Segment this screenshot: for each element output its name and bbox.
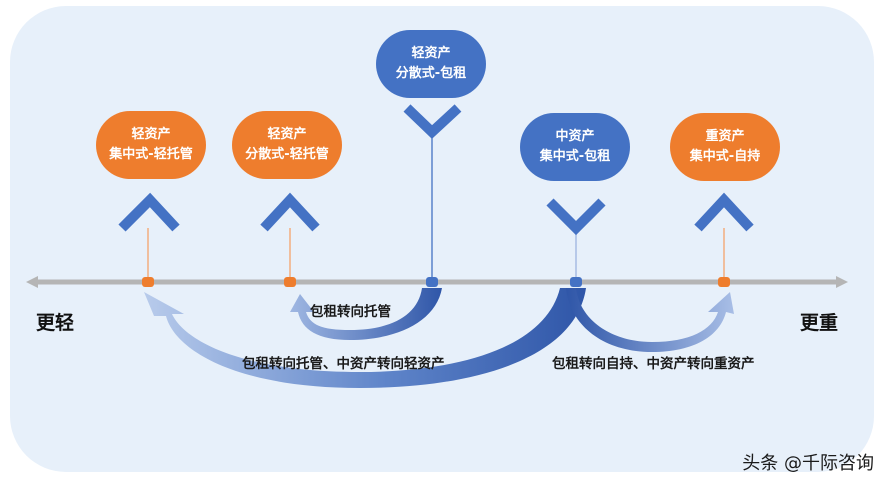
axis-marker (718, 277, 730, 287)
node-line1: 轻资产 (131, 127, 171, 142)
chevron-up-icon (694, 192, 754, 232)
curved-arrow-right (566, 288, 734, 352)
node-line2: 集中式-自持 (689, 149, 761, 164)
axis-marker (570, 277, 582, 287)
caption-sublease-to-managed: 包租转向托管 (310, 304, 391, 320)
curved-arrow-large (144, 288, 586, 388)
node-light-dispersed-light-managed: 轻资产 分散式-轻托管 (232, 111, 342, 179)
caption-sublease-to-held-medium-to-heavy: 包租转向自持、中资产转向重资产 (552, 356, 755, 372)
node-light-dispersed-sublease: 轻资产 分散式-包租 (376, 30, 486, 98)
axis-marker (284, 277, 296, 287)
node-light-centralized-light-managed: 轻资产 集中式-轻托管 (96, 111, 206, 179)
chevron-down-icon (403, 104, 462, 139)
node-line1: 中资产 (555, 129, 595, 144)
chevron-down-icon (546, 198, 606, 236)
node-line1: 轻资产 (411, 46, 451, 61)
node-line1: 轻资产 (267, 127, 307, 142)
chevron-up-icon (260, 192, 320, 232)
node-line2: 集中式-包租 (539, 149, 611, 164)
axis-right-arrow-icon (836, 276, 848, 288)
node-line1: 重资产 (705, 129, 745, 144)
node-line2: 分散式-包租 (395, 66, 467, 81)
axis-marker (142, 277, 154, 287)
axis-marker (426, 277, 438, 287)
axis-left-arrow-icon (26, 276, 38, 288)
node-line2: 集中式-轻托管 (109, 147, 193, 162)
curved-arrow-small (290, 288, 442, 340)
node-heavy-centralized-self-held: 重资产 集中式-自持 (670, 113, 780, 181)
node-medium-centralized-sublease: 中资产 集中式-包租 (520, 113, 630, 181)
axis-left-label: 更轻 (36, 312, 75, 334)
axis-right-label: 更重 (800, 312, 839, 334)
watermark: 头条 @千际咨询 (742, 453, 874, 474)
chevron-up-icon (118, 192, 180, 232)
node-line2: 分散式-轻托管 (245, 147, 329, 162)
caption-sublease-to-managed-medium-to-light: 包租转向托管、中资产转向轻资产 (242, 356, 445, 372)
